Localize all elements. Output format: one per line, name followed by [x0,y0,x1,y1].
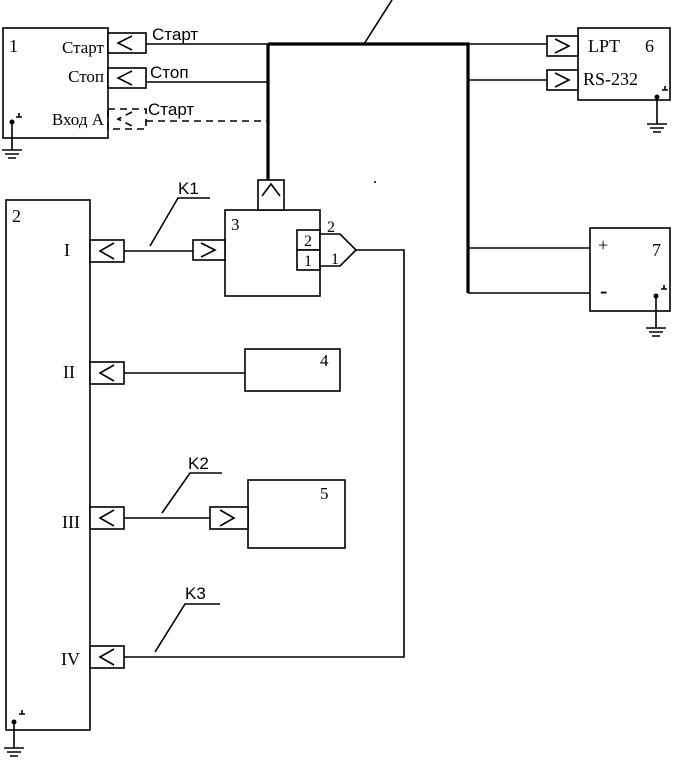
output-connector-icon: 2 1 [319,219,358,268]
connector-icon [546,69,579,91]
block-3: 3 2 1 [224,209,321,297]
connector-icon [546,35,579,57]
connector-icon [192,239,226,261]
dashed-connector-icon [107,108,147,130]
wire-k3 [124,249,405,658]
cable-label-k1: K1 [178,179,199,198]
connector-icon [89,361,125,385]
ground-icon [647,86,668,133]
block-4-number: 4 [320,351,329,370]
block-2-port-ii: II [63,362,75,382]
block-6-number: 6 [645,36,654,56]
block-3-pin-1: 1 [304,253,312,270]
connector-icon [89,506,125,530]
block-1-port-input-a: Вход А [52,110,105,129]
signal-label-start-dashed: Старт [148,100,194,119]
block-5: 5 [247,479,346,549]
block-1: 1 Старт Стоп Вход А [2,27,109,159]
block-3-output-2: 2 [327,219,335,236]
connector-icon [89,645,125,669]
k1-leader [149,197,210,247]
block-7: + 7 - [589,227,671,337]
signal-label-start: Старт [152,25,198,44]
block-1-number: 1 [9,36,18,56]
block-2-port-iii: III [62,512,80,532]
block-2: 2 I II III IV [4,199,91,757]
block-1-port-start: Старт [62,38,105,57]
block-3-number: 3 [231,215,240,234]
connector-icon [107,67,147,89]
block-5-number: 5 [320,484,329,503]
signal-label-stop: Стоп [150,63,189,82]
block-7-number: 7 [652,240,661,260]
block-3-pin-2: 2 [304,233,312,250]
ground-icon [4,710,25,757]
ground-icon [2,113,22,159]
connector-icon [209,506,249,530]
connector-icon [89,239,125,263]
block-4: 4 [244,348,341,392]
block-2-port-i: I [64,240,70,260]
connector-icon [257,179,285,211]
block-1-port-stop: Стоп [68,67,104,86]
block-2-port-iv: IV [61,649,80,669]
block-7-minus: - [600,278,607,303]
block-6-port-lpt: LPT [588,36,620,56]
block-3-output-1: 1 [331,251,339,268]
block-2-number: 2 [12,206,21,226]
k2-leader [161,472,222,514]
connector-icon [107,32,147,54]
cable-label-k3: K3 [185,584,206,603]
block-7-plus: + [598,235,608,255]
block-6: LPT 6 RS-232 [577,27,671,133]
block-6-port-rs232: RS-232 [583,69,638,89]
ground-icon [646,285,667,337]
k3-leader [154,603,220,653]
cable-label-k2: K2 [188,454,209,473]
